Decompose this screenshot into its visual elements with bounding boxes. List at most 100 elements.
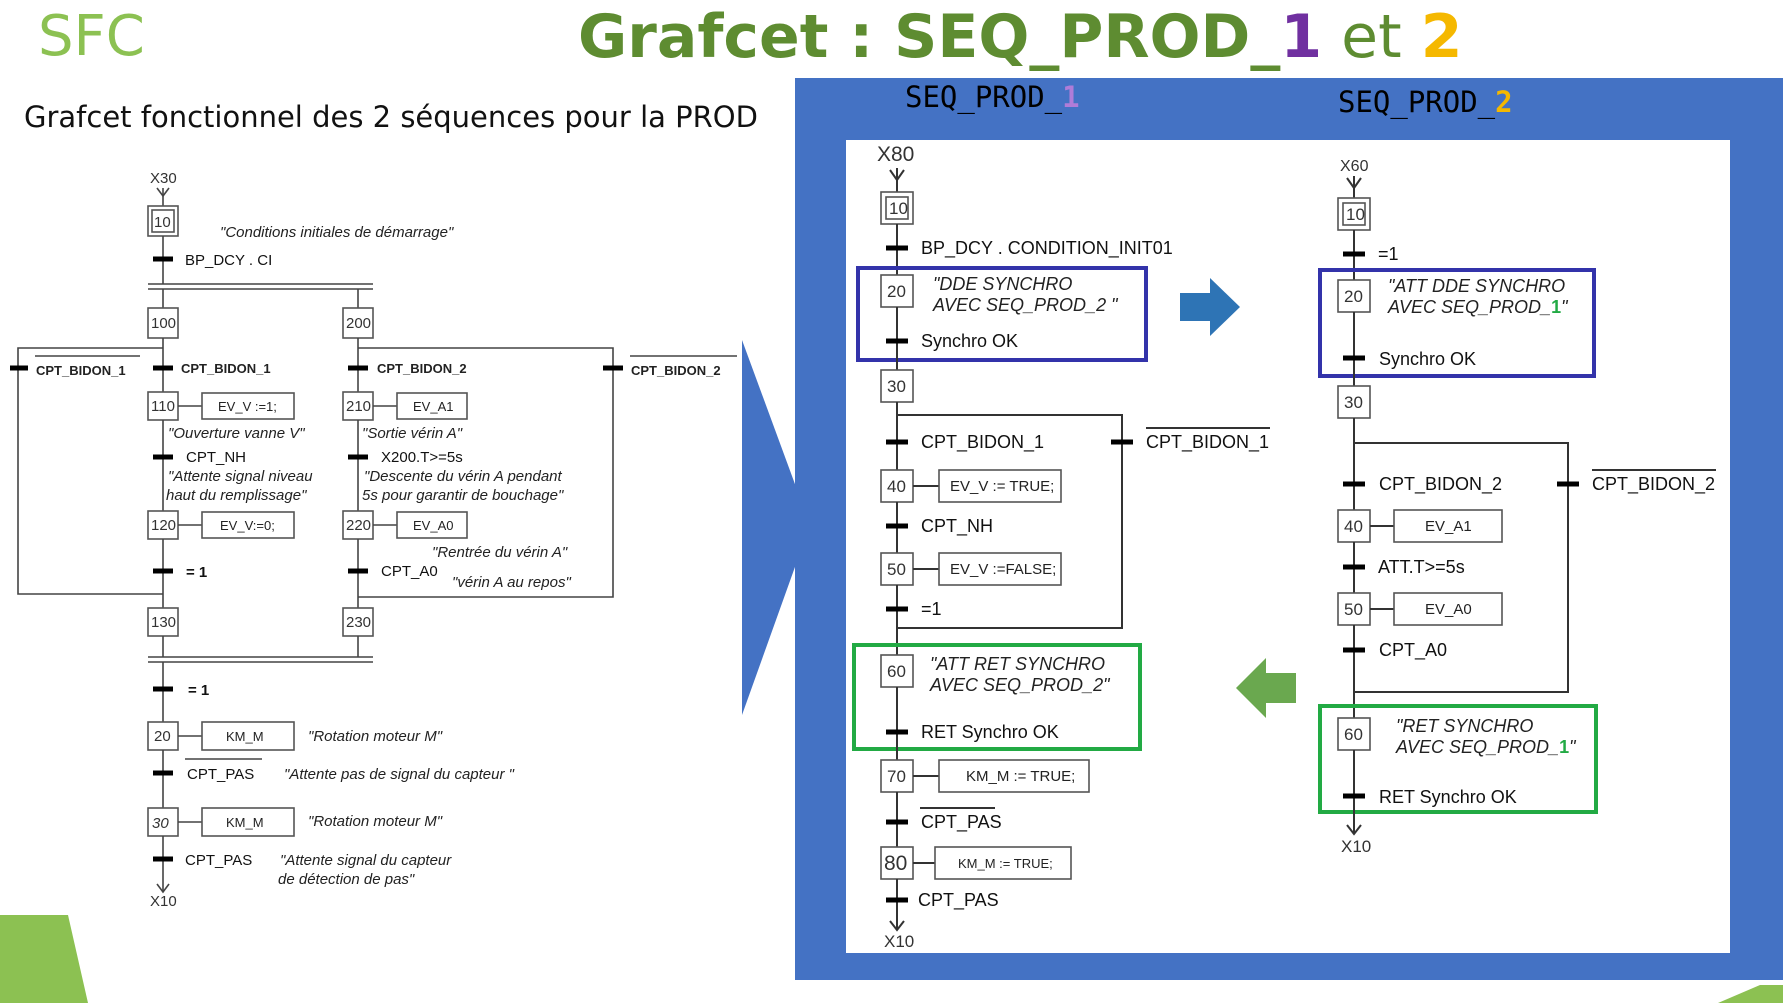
transition-30: CPT_PAS	[185, 852, 252, 869]
comment-10: "Conditions initiales de démarrage"	[220, 224, 454, 241]
transition-join: = 1	[188, 682, 209, 699]
step-200-number: 200	[346, 315, 371, 332]
step-130-number: 130	[151, 614, 176, 631]
blue-right-arrow-icon	[1180, 278, 1240, 336]
title-et: et	[1322, 2, 1421, 72]
seq2-transition-20: Synchro OK	[1379, 349, 1476, 369]
seq1-action-40	[938, 469, 1062, 503]
comment-210: "Sortie vérin A"	[362, 425, 463, 442]
cpt-bidon-2: CPT_BIDON_2	[377, 361, 467, 376]
transition-220: CPT_A0	[381, 563, 438, 580]
comment-descente-2: 5s pour garantir de bouchage"	[362, 487, 564, 504]
seq1-transition-bidon: CPT_BIDON_1	[921, 432, 1044, 453]
transition-210: X200.T>=5s	[381, 449, 463, 466]
action-30	[201, 807, 295, 837]
step-30	[147, 807, 179, 837]
seq2-ret-synchro-box	[1318, 704, 1598, 814]
green-left-arrow-icon	[1236, 658, 1296, 718]
seq1-transition-20: Synchro OK	[921, 331, 1018, 351]
seq2-step-50-number: 50	[1344, 600, 1363, 619]
seq1-transition-10: BP_DCY . CONDITION_INIT01	[921, 238, 1173, 259]
seq1-action-50-text: EV_V :=FALSE;	[950, 561, 1056, 578]
seq2-step-60-number: 60	[1344, 725, 1363, 744]
seq2-transition-10: =1	[1378, 244, 1399, 264]
page-subtitle: Grafcet fonctionnel des 2 séquences pour…	[24, 100, 758, 134]
action-30-text: KM_M	[226, 815, 264, 830]
transition-20: CPT_PAS	[187, 766, 254, 783]
seq1-header-num: 1	[1062, 80, 1079, 114]
blue-chevron-icon	[742, 340, 810, 715]
seq2-end-label: X10	[1341, 837, 1371, 856]
comment-descente-1: "Descente du vérin A pendant	[364, 468, 563, 485]
seq1-action-80	[934, 846, 1072, 880]
seq1-end-label: X10	[884, 932, 914, 951]
seq1-transition-40: CPT_NH	[921, 516, 993, 537]
seq1-comment-20-b: AVEC SEQ_PROD_2 "	[932, 295, 1119, 315]
seq1-step-70	[880, 759, 914, 793]
comment-nh-2: haut du remplissage"	[166, 487, 307, 504]
seq2-action-50	[1393, 592, 1503, 626]
seq2-header: SEQ_PROD_2	[1338, 85, 1513, 120]
seq1-step-50-number: 50	[887, 560, 906, 579]
white-diagram-area	[846, 140, 1730, 953]
seq2-step-20	[1337, 279, 1371, 313]
seq2-transition-50: CPT_A0	[1379, 640, 1447, 661]
seq1-init-label: X80	[877, 143, 914, 166]
title-main: Grafcet : SEQ_PROD_	[578, 2, 1281, 72]
seq1-transition-80: CPT_PAS	[918, 890, 999, 911]
seq1-step-60	[880, 654, 914, 688]
action-110	[201, 392, 295, 420]
seq2-comment-60-a: "RET SYNCHRO	[1396, 716, 1533, 736]
comment-nh-1: "Attente signal niveau	[168, 468, 313, 485]
seq1-step-30	[880, 369, 914, 403]
seq1-transition-70: CPT_PAS	[921, 812, 1002, 833]
seq1-ret-synchro-box	[852, 643, 1142, 751]
seq2-header-num: 2	[1495, 85, 1512, 119]
action-20-text: KM_M	[226, 729, 264, 744]
seq1-comment-60-b: AVEC SEQ_PROD_2"	[929, 675, 1111, 695]
seq1-step-30-number: 30	[887, 377, 906, 396]
seq2-action-50-text: EV_A0	[1425, 601, 1472, 618]
title-num1: 1	[1280, 2, 1323, 72]
seq2-step-20-number: 20	[1344, 287, 1363, 306]
action-210	[396, 392, 468, 420]
comment-220: "Rentrée du vérin A"	[432, 544, 568, 561]
action-20	[201, 721, 295, 751]
seq1-step-40-number: 40	[887, 477, 906, 496]
step-20	[147, 721, 179, 751]
seq1-step-10-number: 10	[889, 199, 908, 218]
seq1-transition-not-bidon: CPT_BIDON_1	[1146, 432, 1269, 453]
seq-prod-1-grafcet: SEQ_PROD_1 X80 10 BP_DCY . CONDITION_INI…	[852, 80, 1270, 951]
action-210-text: EV_A1	[413, 399, 453, 414]
comment-30: "Rotation moteur M"	[308, 813, 443, 830]
seq2-transition-not-bidon: CPT_BIDON_2	[1592, 474, 1715, 495]
comment-t30-b: de détection de pas"	[278, 871, 415, 888]
seq1-transition-50: =1	[921, 599, 942, 619]
step-120	[147, 510, 179, 540]
action-120	[201, 511, 295, 539]
title-num2: 2	[1420, 2, 1463, 72]
seq2-action-40-text: EV_A1	[1425, 518, 1472, 535]
seq2-step-10-number: 10	[1346, 205, 1365, 224]
step-110	[147, 391, 179, 421]
cpt-bidon-1: CPT_BIDON_1	[181, 361, 271, 376]
corner-decoration-right	[1718, 985, 1783, 1003]
transition-110: CPT_NH	[186, 449, 246, 466]
seq1-header-text: SEQ_PROD_	[905, 80, 1063, 115]
seq2-step-40-number: 40	[1344, 517, 1363, 536]
seq1-action-80-text: KM_M := TRUE;	[958, 856, 1053, 871]
step-30-number: 30	[152, 815, 169, 832]
seq2-transition-40: ATT.T>=5s	[1378, 557, 1465, 577]
seq1-step-20-number: 20	[887, 282, 906, 301]
seq1-step-60-number: 60	[887, 662, 906, 681]
functional-grafcet: X30 10 "Conditions initiales de démarrag…	[10, 170, 737, 910]
seq1-action-70	[938, 759, 1090, 793]
action-120-text: EV_V:=0;	[220, 518, 275, 533]
page-title: Grafcet : SEQ_PROD_1 et 2	[578, 2, 1462, 72]
step-230-number: 230	[346, 614, 371, 631]
seq1-action-50	[938, 552, 1062, 586]
step-120-number: 120	[151, 517, 176, 534]
transition-10: BP_DCY . CI	[185, 252, 272, 269]
step-10-number: 10	[154, 214, 171, 231]
